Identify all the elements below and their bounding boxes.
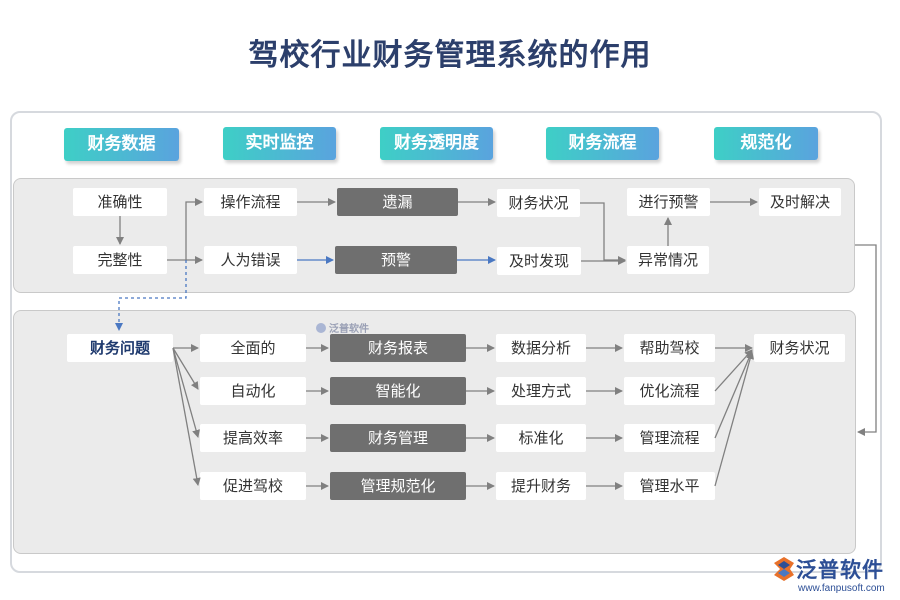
tag-financial-transparency: 财务透明度 <box>380 127 493 160</box>
node-human-error: 人为错误 <box>204 246 297 274</box>
watermark-icon <box>316 323 326 333</box>
row2-col1: 自动化 <box>200 377 306 405</box>
row4-col3: 提升财务 <box>496 472 586 500</box>
row2-col4: 优化流程 <box>624 377 715 405</box>
node-financial-status-lower: 财务状况 <box>754 334 845 362</box>
row4-col1: 促进驾校 <box>200 472 306 500</box>
row2-col3: 处理方式 <box>496 377 586 405</box>
row3-col1: 提高效率 <box>200 424 306 452</box>
tag-realtime-monitoring: 实时监控 <box>223 127 336 160</box>
row1-col4: 帮助驾校 <box>624 334 715 362</box>
row3-col3: 标准化 <box>496 424 586 452</box>
row3-col2: 财务管理 <box>330 424 466 452</box>
watermark-text: 泛普软件 <box>329 324 369 335</box>
logo-name: 泛普软件 <box>796 558 884 582</box>
row1-col1: 全面的 <box>200 334 306 362</box>
node-timely-discovery: 及时发现 <box>497 247 581 275</box>
node-abnormal: 异常情况 <box>627 246 709 274</box>
node-financial-problem: 财务问题 <box>67 334 173 362</box>
row1-col3: 数据分析 <box>496 334 586 362</box>
node-completeness: 完整性 <box>73 246 167 274</box>
row2-col2: 智能化 <box>330 377 466 405</box>
node-early-warning: 进行预警 <box>627 188 710 216</box>
node-warning: 预警 <box>335 246 457 274</box>
node-operation-flow: 操作流程 <box>204 188 297 216</box>
logo-url: www.fanpusoft.com <box>798 583 885 594</box>
node-financial-status-upper: 财务状况 <box>497 189 580 217</box>
watermark: 泛普软件 <box>316 320 369 335</box>
brand-logo: 泛普软件 www.fanpusoft.com <box>772 554 897 598</box>
node-timely-solve: 及时解决 <box>759 188 841 216</box>
tag-financial-data: 财务数据 <box>64 128 179 161</box>
node-accuracy: 准确性 <box>73 188 167 216</box>
node-omission: 遗漏 <box>337 188 458 216</box>
row4-col2: 管理规范化 <box>330 472 466 500</box>
row1-col2: 财务报表 <box>330 334 466 362</box>
logo-icon <box>774 557 794 581</box>
row4-col4: 管理水平 <box>624 472 715 500</box>
tag-financial-process: 财务流程 <box>546 127 659 160</box>
page-title: 驾校行业财务管理系统的作用 <box>248 38 652 73</box>
tag-standardization: 规范化 <box>714 127 818 160</box>
row3-col4: 管理流程 <box>624 424 715 452</box>
